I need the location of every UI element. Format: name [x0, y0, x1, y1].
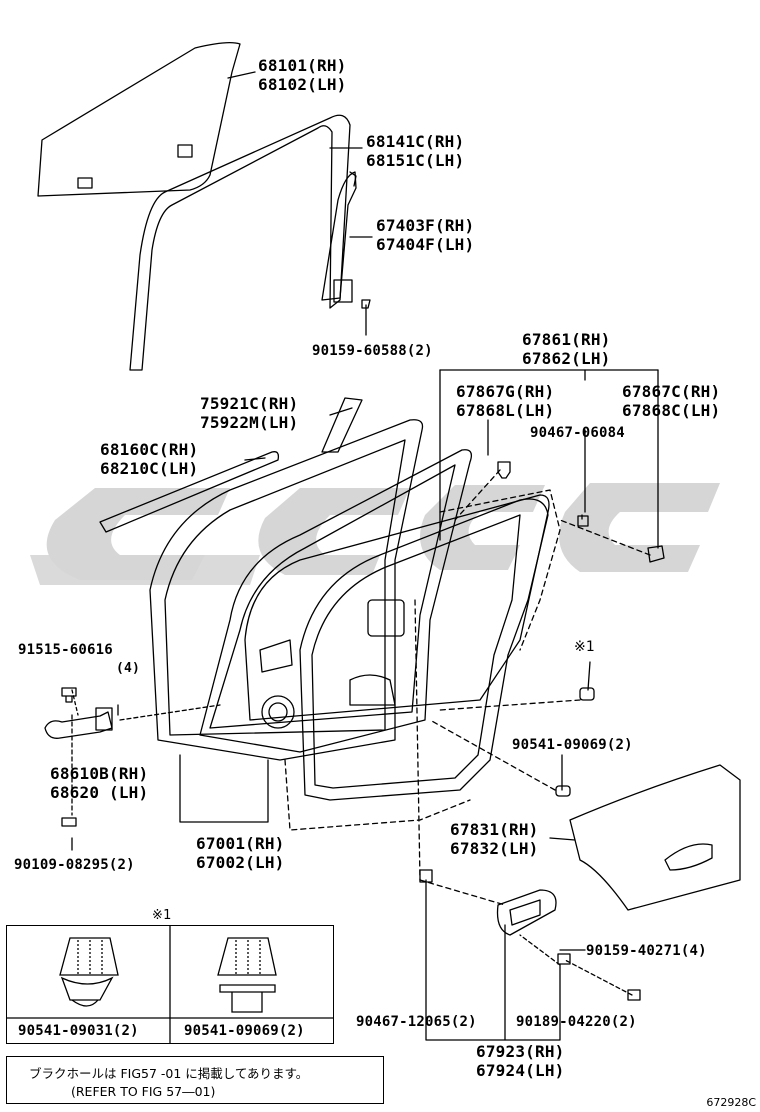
reference-note: ブラクホールは FIG57 -01 に掲載してあります。 (REFER TO F…: [6, 1056, 384, 1104]
mark-1-callout: ※1: [574, 639, 596, 655]
label-90159-40271: 90159-40271(4): [586, 943, 707, 959]
label-90467-12065: 90467-12065(2): [356, 1014, 477, 1030]
label-68610b: 68610B(RH)68620 (LH): [50, 764, 149, 802]
front-door-panel: [149, 419, 424, 761]
reference-note-en: (REFER TO FIG 57―01): [71, 1084, 216, 1099]
label-68141c: 68141C(RH)68151C(LH): [366, 132, 465, 170]
door-weatherstrip: [299, 498, 549, 801]
clip-left: [59, 937, 119, 976]
door-glass: [37, 42, 241, 197]
label-90541-09069: 90541-09069(2): [512, 737, 633, 753]
label-67923: 67923(RH)67924(LH): [476, 1042, 565, 1080]
label-90159-60588: 90159-60588(2): [312, 343, 433, 359]
label-75921c: 75921C(RH)75922M(LH): [200, 394, 299, 432]
label-68101: 68101(RH)68102(LH): [258, 56, 347, 94]
inset-box: [6, 925, 334, 1044]
inset-left-label: 90541-09031(2): [18, 1023, 139, 1039]
inset-mark: ※1: [152, 908, 172, 923]
label-91515-qty: (4): [116, 661, 141, 676]
label-90109-08295: 90109-08295(2): [14, 857, 135, 873]
label-67861: 67861(RH)67862(LH): [522, 330, 611, 368]
door-check: [44, 711, 113, 739]
service-hole-cover: [569, 764, 741, 911]
label-90467-06084: 90467-06084: [530, 425, 625, 441]
label-67867c: 67867C(RH)67868C(LH): [622, 382, 721, 420]
label-90189-04220: 90189-04220(2): [516, 1014, 637, 1030]
label-67001: 67001(RH)67002(LH): [196, 834, 285, 872]
door-run-channel: [129, 114, 351, 371]
watermark-logo: [30, 483, 720, 585]
label-68160c: 68160C(RH)68210C(LH): [100, 440, 199, 478]
clip-right: [217, 937, 277, 976]
label-67831: 67831(RH)67832(LH): [450, 820, 539, 858]
label-67867g: 67867G(RH)67868L(LH): [456, 382, 555, 420]
reference-note-jp: ブラクホールは FIG57 -01 に掲載してあります。: [29, 1066, 309, 1081]
label-67403f: 67403F(RH)67404F(LH): [376, 216, 475, 254]
inside-handle-bezel: [496, 889, 557, 936]
frame-garnish: [321, 397, 363, 453]
figure-code: 672928C: [706, 1096, 756, 1109]
window-frame-moulding: [321, 171, 357, 301]
inset-right-label: 90541-09069(2): [184, 1023, 305, 1039]
belt-moulding: [99, 451, 280, 533]
label-91515-60616: 91515-60616: [18, 642, 113, 658]
